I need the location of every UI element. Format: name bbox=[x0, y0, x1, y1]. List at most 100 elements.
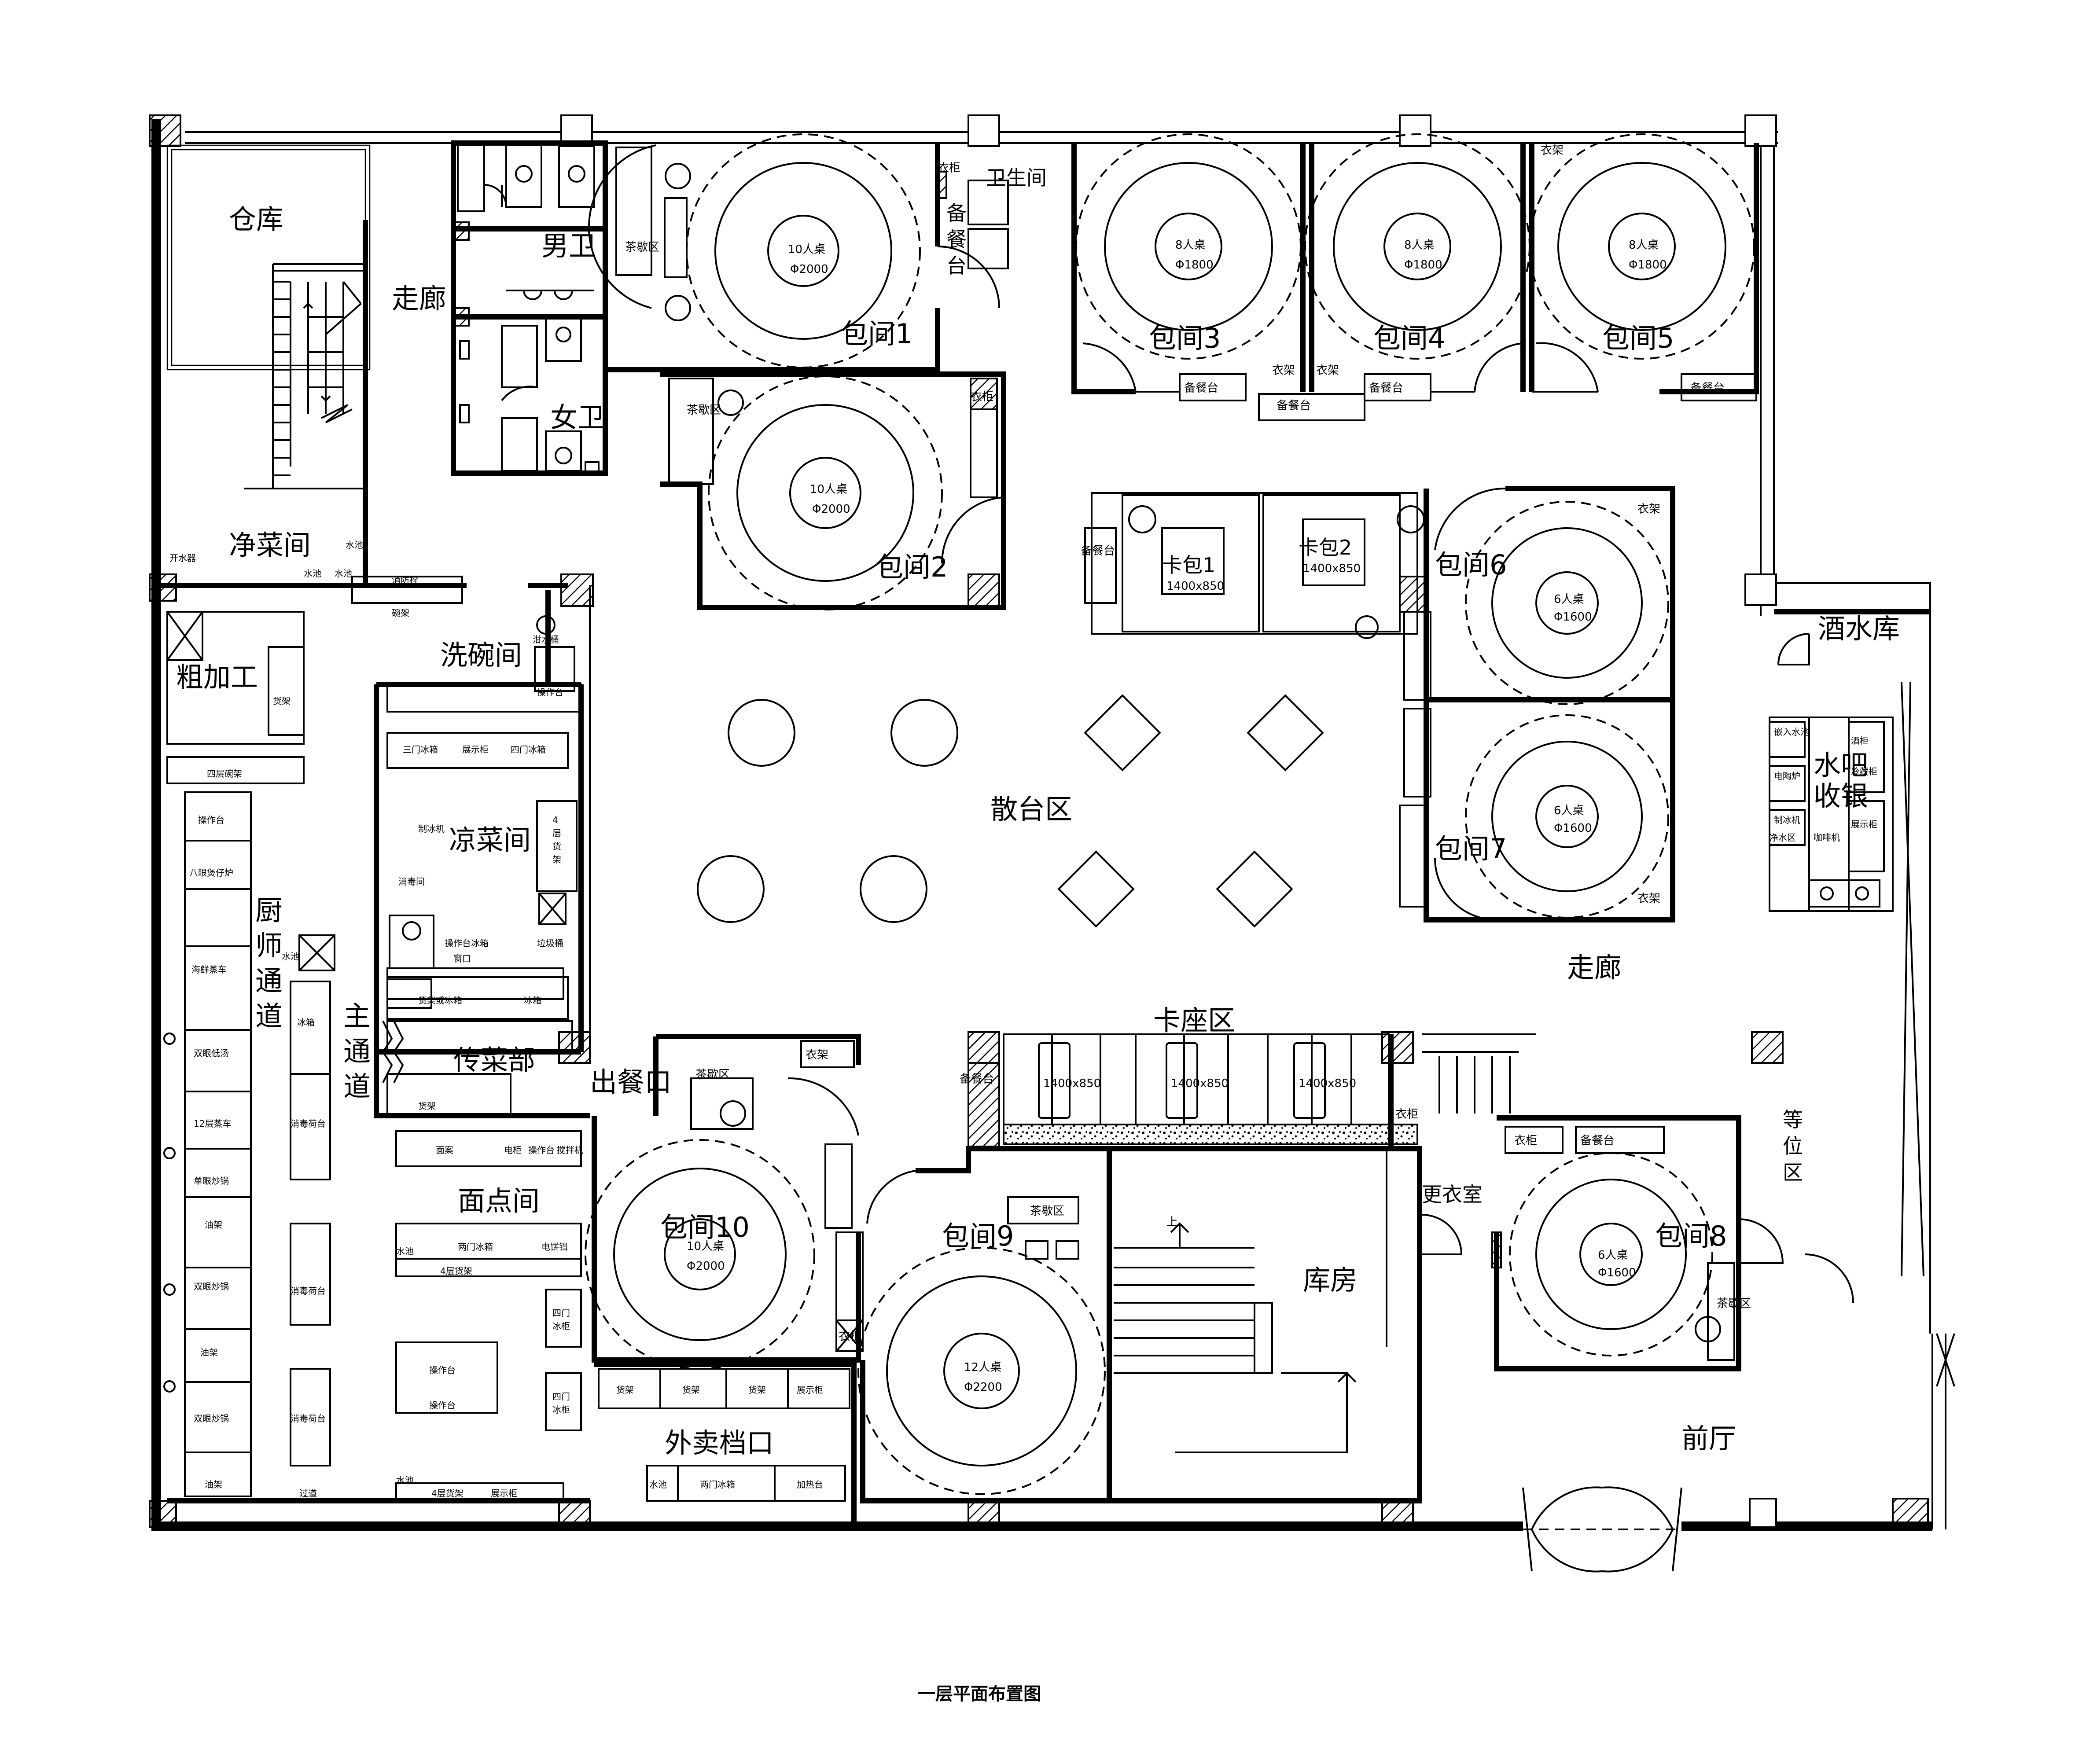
table-size: Φ1600 bbox=[1598, 1266, 1636, 1279]
buffet: 备餐台 bbox=[1580, 1134, 1615, 1147]
bowl-rack: 四层碗架 bbox=[207, 768, 242, 779]
stair-warehouse bbox=[273, 270, 365, 476]
bowl-rack: 碗架 bbox=[392, 608, 409, 618]
room-men: 男卫 bbox=[541, 230, 596, 262]
water-heater: 开水器 bbox=[169, 553, 196, 563]
room-chef-4: 道 bbox=[255, 1000, 283, 1032]
table-size: Φ1600 bbox=[1554, 610, 1592, 624]
shelf: 货 bbox=[552, 841, 561, 852]
room-kb1: 卡包1 bbox=[1162, 553, 1215, 577]
room-bar-1: 水吧 bbox=[1814, 749, 1868, 781]
table-label: 10人桌 bbox=[810, 483, 847, 496]
wardrobe: 衣柜 bbox=[1395, 1108, 1418, 1121]
room-wait-1: 等 bbox=[1783, 1108, 1803, 1132]
card-booths bbox=[1084, 492, 1425, 639]
room-pr4: 包间4 bbox=[1373, 322, 1445, 354]
buffet: 备餐台 bbox=[1690, 382, 1725, 395]
buffet-vertical: 备 bbox=[946, 201, 967, 225]
tea-area: 茶歇区 bbox=[625, 241, 659, 254]
room-pr7: 包间7 bbox=[1435, 833, 1507, 865]
stove: 海鲜蒸车 bbox=[191, 964, 227, 975]
disinfect: 消毒荷台 bbox=[291, 1118, 326, 1129]
room-coarse: 粗加工 bbox=[176, 661, 258, 693]
room-hall: 散台区 bbox=[990, 793, 1072, 825]
ice-maker: 制冰机 bbox=[418, 823, 445, 834]
sink: 水池 bbox=[396, 1475, 414, 1485]
fridge: 冰柜 bbox=[552, 1321, 570, 1331]
private-room-9 bbox=[835, 1146, 1112, 1503]
shelf: 4层货架 bbox=[431, 1488, 464, 1499]
wardrobe: 衣架 bbox=[1541, 144, 1564, 157]
bar-and-wine bbox=[1769, 609, 1930, 1277]
table-label: 10人桌 bbox=[788, 243, 825, 256]
room-wine: 酒水库 bbox=[1818, 613, 1900, 645]
disinfect: 消毒荷台 bbox=[291, 1413, 326, 1424]
mixer: 搅拌机 bbox=[557, 1145, 583, 1155]
stove: 单眼炒锅 bbox=[194, 1176, 229, 1186]
room-pr10: 包间10 bbox=[660, 1211, 750, 1243]
shelf: 货架 bbox=[748, 1385, 766, 1395]
shelf: 4层货架 bbox=[440, 1266, 472, 1276]
ice-maker: 制冰机 bbox=[1774, 815, 1800, 825]
oven: 电柜 bbox=[504, 1145, 522, 1155]
hall-tables bbox=[697, 694, 1324, 928]
table-label: 6人桌 bbox=[1554, 593, 1584, 606]
private-rooms-3-5 bbox=[1071, 133, 1759, 421]
room-changing: 更衣室 bbox=[1422, 1183, 1483, 1206]
wardrobe: 衣柜 bbox=[839, 1330, 861, 1343]
room-serve: 传菜部 bbox=[453, 1044, 535, 1076]
sterilize-room: 消毒间 bbox=[398, 876, 425, 887]
coffee-machine: 咖啡机 bbox=[1814, 832, 1840, 843]
buffet: 备餐台 bbox=[960, 1073, 994, 1086]
shelf: 4 bbox=[552, 815, 558, 825]
stair-up-label: 上 bbox=[1166, 1216, 1178, 1229]
shelf: 货架 bbox=[273, 696, 291, 706]
ceramic-stove: 电陶炉 bbox=[1774, 771, 1800, 781]
tea-area: 茶歇区 bbox=[1030, 1205, 1064, 1218]
sink: 水池 bbox=[396, 1246, 414, 1257]
room-women: 女卫 bbox=[550, 401, 605, 434]
warmer: 加热台 bbox=[797, 1479, 823, 1490]
room-pastry: 面点间 bbox=[458, 1185, 540, 1217]
swill-bin: 泔水桶 bbox=[533, 634, 559, 645]
room-booth-area: 卡座区 bbox=[1153, 1004, 1235, 1036]
table-label: 8人桌 bbox=[1629, 239, 1659, 252]
sink: 水池 bbox=[304, 568, 321, 579]
drawing-title: 一层平面布置图 bbox=[918, 1684, 1041, 1704]
room-chef-2: 师 bbox=[255, 930, 283, 962]
room-bar-2: 收银 bbox=[1814, 780, 1868, 812]
fire-hydrant: 消防栓 bbox=[392, 575, 418, 585]
dough-table: 面案 bbox=[436, 1145, 453, 1155]
entrance-doors bbox=[1522, 1333, 1955, 1573]
stove: 双眼低汤 bbox=[194, 1048, 229, 1058]
table-label: 8人桌 bbox=[1175, 239, 1206, 252]
room-pr6: 包间6 bbox=[1435, 549, 1507, 581]
display-cabinet: 展示柜 bbox=[1851, 819, 1877, 830]
room-wait-3: 区 bbox=[1783, 1161, 1803, 1184]
shelf: 货架 bbox=[682, 1385, 700, 1395]
fridge: 操作台冰箱 bbox=[445, 938, 489, 948]
window: 窗口 bbox=[453, 953, 471, 964]
display-cabinet: 展示柜 bbox=[797, 1385, 823, 1395]
room-chef-1: 厨 bbox=[255, 894, 283, 926]
display-cabinet: 展示柜 bbox=[491, 1488, 517, 1499]
room-main-2: 通 bbox=[343, 1035, 371, 1067]
bar-sink: 嵌入水池 bbox=[1774, 727, 1809, 737]
buffet-vertical: 台 bbox=[946, 254, 967, 278]
room-wait-2: 位 bbox=[1783, 1134, 1803, 1158]
booth-size: 1400x850 bbox=[1171, 1077, 1229, 1090]
stove: 12层蒸车 bbox=[194, 1118, 231, 1129]
shelf: 层 bbox=[552, 828, 561, 838]
fridge: 三门冰箱 bbox=[403, 744, 438, 755]
fridge: 冰柜 bbox=[552, 1404, 570, 1415]
fridge: 两门冰箱 bbox=[458, 1242, 493, 1252]
shelf: 货架 bbox=[418, 1101, 436, 1111]
wardrobe: 衣架 bbox=[1637, 503, 1660, 516]
trash: 垃圾桶 bbox=[537, 938, 563, 948]
room-takeout: 外卖档口 bbox=[665, 1427, 774, 1459]
room-kb2: 卡包2 bbox=[1299, 536, 1352, 559]
table-size: Φ2000 bbox=[687, 1260, 725, 1273]
room-clean-veg: 净菜间 bbox=[229, 529, 311, 561]
table-size: Φ1800 bbox=[1629, 258, 1667, 272]
